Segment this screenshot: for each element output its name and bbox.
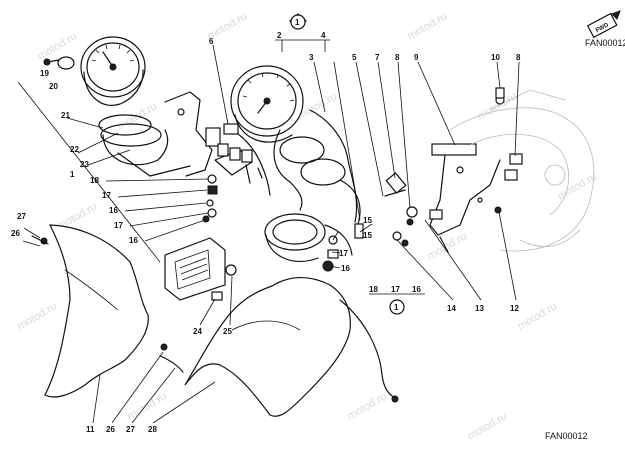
callout-labels: 6 2 4 3 5 7 8 9 10 8 19 20 21 22 23 1 18…: [11, 31, 521, 434]
callout-27: 27: [126, 425, 135, 434]
instrument-housing: [264, 109, 361, 263]
callout-3: 3: [309, 53, 314, 62]
group-marker-top: 1: [289, 13, 307, 30]
callout-1: 1: [70, 170, 75, 179]
indicator-lamps: [217, 123, 271, 196]
group-label: 1: [394, 303, 399, 312]
leader-lines: [22, 39, 520, 424]
callout-26: 26: [11, 229, 20, 238]
part-19-20: [43, 56, 75, 70]
callout-5: 5: [352, 53, 357, 62]
right-fastener-stack: [384, 172, 418, 247]
callout-6: 6: [209, 37, 214, 46]
callout-17: 17: [102, 191, 111, 200]
watermark: motod.ru: [36, 30, 80, 62]
callout-24: 24: [193, 327, 202, 336]
callout-17: 17: [391, 285, 400, 294]
callout-21: 21: [61, 111, 70, 120]
callout-4: 4: [321, 31, 326, 40]
dash-cover: [159, 277, 399, 417]
callout-16: 16: [109, 206, 118, 215]
callout-2: 2: [277, 31, 282, 40]
callout-9: 9: [414, 53, 419, 62]
group-marker-bottom: 1: [389, 299, 405, 315]
callout-14: 14: [447, 304, 456, 313]
watermark: motod.ru: [16, 300, 60, 332]
watermark: motod.ru: [426, 230, 470, 262]
watermark: motod.ru: [466, 410, 510, 442]
separator-line: [17, 81, 161, 263]
center-fastener-stack: [322, 223, 364, 272]
watermark: motod.ru: [516, 300, 560, 332]
callout-8: 8: [516, 53, 521, 62]
callout-16: 16: [129, 236, 138, 245]
callout-25: 25: [223, 327, 232, 336]
left-gauge: [80, 36, 191, 177]
watermark: motod.ru: [406, 10, 450, 42]
callout-26: 26: [106, 425, 115, 434]
callout-17: 17: [339, 249, 348, 258]
callout-7: 7: [375, 53, 380, 62]
diagram-code-bottom: FAN00012: [545, 431, 588, 441]
diagram-code-top: FAN00012: [585, 38, 625, 48]
callout-11: 11: [86, 425, 95, 434]
callout-16: 16: [412, 285, 421, 294]
fwd-arrow-icon: FWD: [586, 10, 621, 39]
watermark: motod.ru: [346, 390, 390, 422]
callout-20: 20: [49, 82, 58, 91]
callout-18: 18: [369, 285, 378, 294]
callout-28: 28: [148, 425, 157, 434]
callout-18: 18: [90, 176, 99, 185]
callout-12: 12: [510, 304, 519, 313]
callout-10: 10: [491, 53, 500, 62]
electrical-unit: [164, 237, 237, 301]
callout-22: 22: [70, 145, 79, 154]
callout-19: 19: [40, 69, 49, 78]
callout-13: 13: [475, 304, 484, 313]
callout-16: 16: [341, 264, 350, 273]
center-gauge: [230, 65, 304, 143]
callout-17: 17: [114, 221, 123, 230]
callout-27: 27: [17, 212, 26, 221]
left-fastener-stack: [202, 174, 218, 223]
callout-15: 15: [363, 216, 372, 225]
left-fairing-panel: [31, 224, 149, 398]
callout-8: 8: [395, 53, 400, 62]
group-label: 1: [295, 18, 300, 27]
callout-15: 15: [363, 231, 372, 240]
callout-23: 23: [80, 160, 89, 169]
frame-outline: [449, 89, 595, 252]
